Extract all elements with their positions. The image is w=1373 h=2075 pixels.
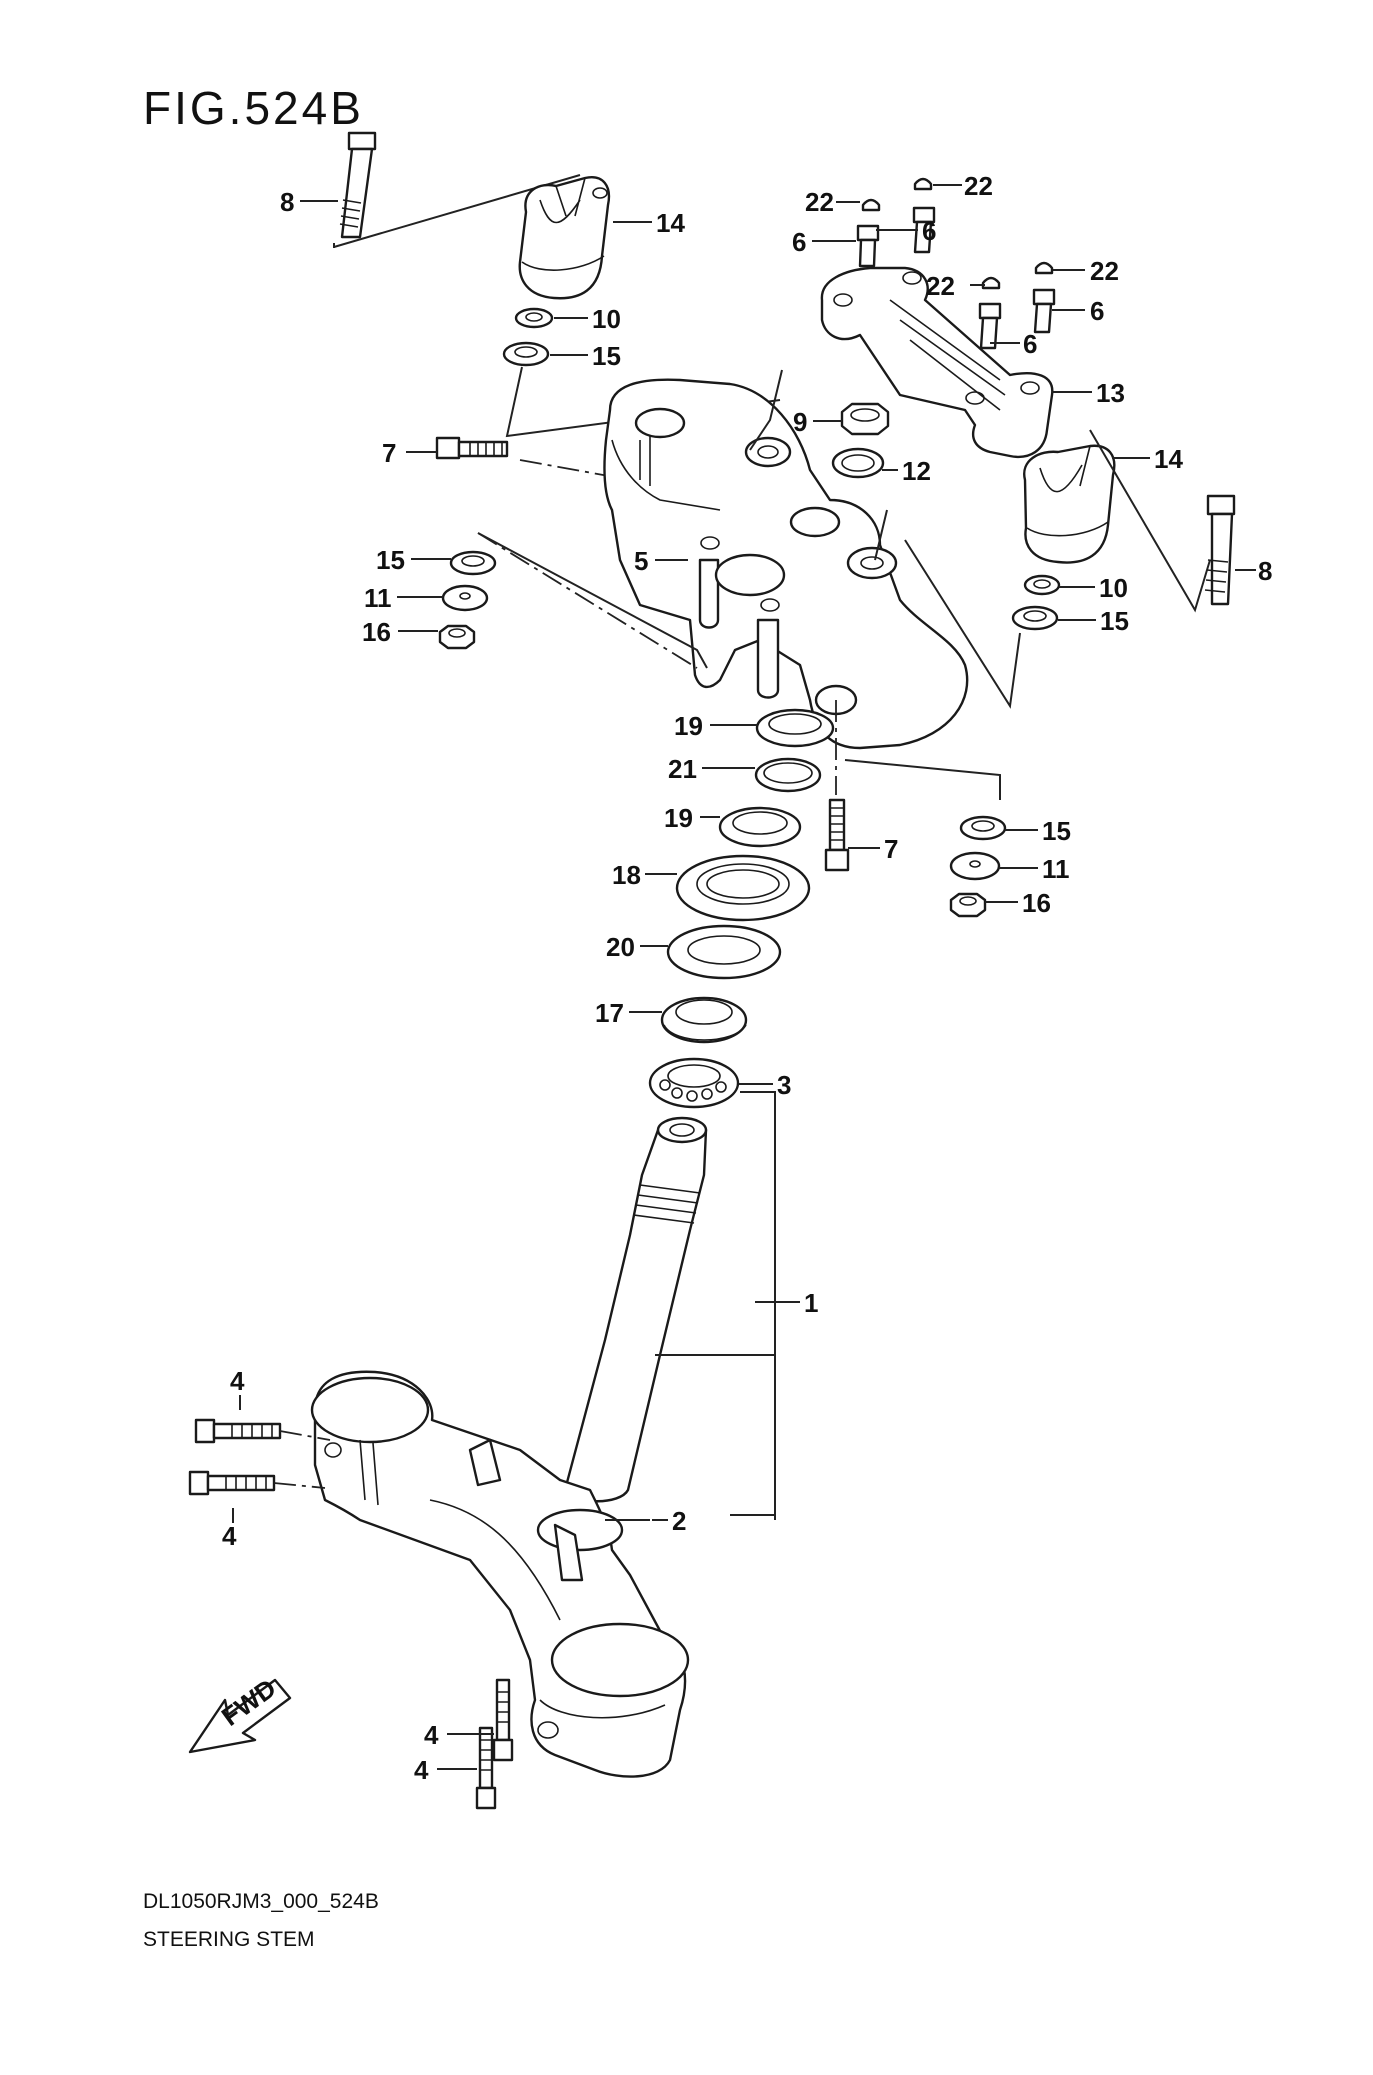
- leader-line: [749, 369, 888, 561]
- callout-4: 4: [414, 1755, 429, 1785]
- callout-6: 6: [922, 216, 936, 246]
- part-8-bolt-left: [339, 131, 377, 239]
- callout-1: 1: [804, 1288, 818, 1318]
- part-13-handlebar-clamp: [820, 266, 1054, 459]
- part-8-bolt-right: [1204, 494, 1236, 606]
- part-10-washer-left: [514, 307, 554, 329]
- part-17-bearing: [660, 996, 748, 1044]
- part-21-lock-washer: [754, 757, 822, 793]
- leader-line: [477, 532, 708, 669]
- part-4-bolt-upper-bottom: [492, 1678, 514, 1762]
- part-6-bolt-a: [856, 224, 880, 268]
- callout-14: 14: [656, 208, 685, 238]
- part-6-bolt-b: [912, 206, 936, 254]
- leader-line: [844, 759, 1001, 800]
- part-16-nut-left: [438, 624, 476, 650]
- footer-diagram-title: STEERING STEM: [143, 1928, 315, 1951]
- part-4-bolt-lower-bottom: [475, 1726, 497, 1810]
- callout-22: 22: [926, 271, 955, 301]
- callout-labels: 8 14 10 15 7 22 22 6 6 22 22 6 6 13 9 12…: [222, 171, 1272, 1785]
- callout-6: 6: [1023, 329, 1037, 359]
- part-7-bolt-lower: [824, 798, 850, 872]
- part-15-washer-left: [502, 341, 550, 367]
- callout-4: 4: [230, 1366, 245, 1396]
- part-15-washer-lower-right: [959, 815, 1007, 841]
- leader-line: [904, 539, 1021, 709]
- part-7-bolt-upper: [435, 436, 509, 460]
- part-4-bolt-lower-left: [188, 1470, 276, 1496]
- callout-15: 15: [376, 545, 405, 575]
- part-14-handlebar-holder-right: [1023, 444, 1116, 564]
- part-18-dust-seal: [675, 854, 811, 922]
- callout-5: 5: [634, 546, 648, 576]
- callout-22: 22: [1090, 256, 1119, 286]
- callout-10: 10: [592, 304, 621, 334]
- callout-15: 15: [592, 341, 621, 371]
- callout-2: 2: [672, 1506, 686, 1536]
- part-5-upper-bracket: [603, 378, 969, 750]
- footer-diagram-code: DL1050RJM3_000_524B: [143, 1890, 379, 1913]
- fwd-direction-arrow: FWD: [188, 1673, 292, 1754]
- callout-19: 19: [664, 803, 693, 833]
- figure-title: FIG.524B: [143, 82, 364, 134]
- part-19-locknut-lower: [718, 806, 802, 848]
- leader-line: [232, 1395, 241, 1523]
- part-12-washer: [831, 447, 885, 479]
- part-22-cap-d: [1034, 261, 1054, 275]
- callout-4: 4: [424, 1720, 439, 1750]
- callout-8: 8: [280, 187, 294, 217]
- part-10-washer-right: [1023, 574, 1061, 596]
- callout-10: 10: [1099, 573, 1128, 603]
- part-22-cap-a: [861, 198, 881, 212]
- callout-4: 4: [222, 1521, 237, 1551]
- part-6-bolt-c: [978, 302, 1002, 350]
- callout-15: 15: [1042, 816, 1071, 846]
- callout-16: 16: [1022, 888, 1051, 918]
- part-22-cap-b: [913, 177, 933, 191]
- callout-22: 22: [964, 171, 993, 201]
- callout-17: 17: [595, 998, 624, 1028]
- part-11-washer-right: [949, 851, 1001, 881]
- callout-13: 13: [1096, 378, 1125, 408]
- leader-line: [1089, 429, 1211, 613]
- part-20-washer: [666, 924, 782, 980]
- callout-3: 3: [777, 1070, 791, 1100]
- part-15-washer-right: [1011, 605, 1059, 631]
- callout-8: 8: [1258, 556, 1272, 586]
- callout-14: 14: [1154, 444, 1183, 474]
- part-14-handlebar-holder-left: [518, 176, 611, 300]
- callout-22: 22: [805, 187, 834, 217]
- callout-15: 15: [1100, 606, 1129, 636]
- callout-6: 6: [1090, 296, 1104, 326]
- part-16-nut-right: [949, 892, 987, 918]
- lower-bracket: [310, 1370, 690, 1778]
- callout-16: 16: [362, 617, 391, 647]
- callout-19: 19: [674, 711, 703, 741]
- callout-11: 11: [364, 583, 392, 613]
- part-22-cap-c: [981, 276, 1001, 290]
- part-6-bolt-d: [1032, 288, 1056, 334]
- callout-leaders: [300, 184, 1256, 1770]
- part-15-washer-mid-left: [449, 550, 497, 576]
- callout-21: 21: [668, 754, 697, 784]
- callout-20: 20: [606, 932, 635, 962]
- callout-7: 7: [382, 438, 396, 468]
- part-9-nut: [840, 402, 890, 436]
- part-19-locknut-upper: [755, 708, 835, 748]
- part-3-bearing: [648, 1057, 740, 1109]
- callout-9: 9: [793, 407, 807, 437]
- leader-line: [655, 1091, 790, 1520]
- callout-12: 12: [902, 456, 931, 486]
- part-4-bolt-upper-left: [194, 1418, 282, 1444]
- callout-6: 6: [792, 227, 806, 257]
- callout-18: 18: [612, 860, 641, 890]
- part-1-steering-stem: [563, 1116, 708, 1503]
- callout-11: 11: [1042, 854, 1070, 884]
- callout-7: 7: [884, 834, 898, 864]
- part-11-washer-left: [441, 584, 489, 612]
